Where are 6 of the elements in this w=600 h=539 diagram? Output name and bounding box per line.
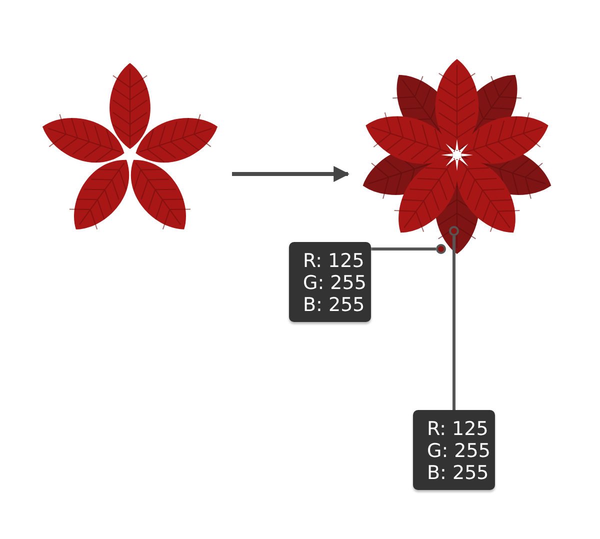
color-value-label: R: 125 G: 255 B: 255 <box>289 242 371 322</box>
leader-line <box>452 236 456 410</box>
arrow <box>232 166 350 182</box>
anchor-point-icon <box>436 244 446 254</box>
leader-line <box>371 248 436 250</box>
color-value-label: R: 125 G: 255 B: 255 <box>413 410 495 490</box>
